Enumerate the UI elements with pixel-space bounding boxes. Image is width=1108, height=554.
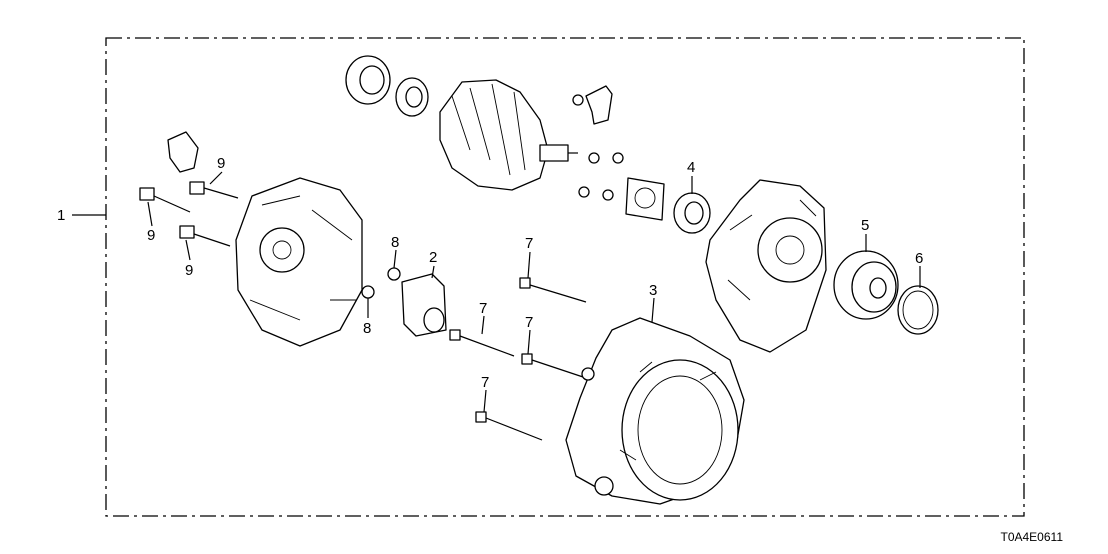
screw-part-8-a: [387, 267, 401, 281]
screw-part-8-b: [361, 285, 375, 299]
long-bolt-part-7-a: [519, 277, 587, 303]
diagram-code: T0A4E0611: [1001, 530, 1064, 544]
callout-3: 3: [649, 282, 657, 299]
callout-7-d: 7: [481, 374, 489, 391]
callout-7-c: 7: [525, 314, 533, 331]
wire-clip: [167, 131, 199, 173]
rotor-assembly: [345, 55, 578, 191]
callout-8-b: 8: [363, 320, 371, 337]
callout-9-c: 9: [185, 262, 193, 279]
callout-1: 1: [57, 207, 65, 224]
leader-2: [431, 265, 435, 279]
bolt-part-9-b: [139, 187, 191, 213]
leader-9-b: [147, 201, 153, 227]
bearing-part-4: [673, 192, 711, 234]
callout-9-a: 9: [217, 155, 225, 172]
stator-housing-part-3: [565, 317, 745, 505]
callout-5: 5: [861, 217, 869, 234]
leader-7-a: [527, 251, 531, 279]
assembly-boundary: [105, 37, 1025, 517]
leader-8-a: [393, 249, 397, 269]
leader-3: [651, 297, 655, 323]
leader-9-a: [209, 171, 223, 185]
regulator-part-2: [401, 273, 447, 337]
callout-7-b: 7: [479, 300, 487, 317]
long-bolt-part-7-d: [475, 411, 543, 441]
front-cover: [235, 177, 363, 347]
bolt-part-9-c: [179, 225, 231, 247]
long-bolt-part-7-b: [449, 329, 515, 357]
callout-6: 6: [915, 250, 923, 267]
leader-9-c: [185, 239, 191, 261]
pulley-part-5: [833, 250, 899, 320]
ring-part-6: [897, 285, 939, 335]
long-bolt-part-7-c: [521, 353, 593, 381]
bracket-and-screws: [572, 85, 665, 221]
leader-7-d: [483, 389, 487, 413]
callout-9-b: 9: [147, 227, 155, 244]
leader-7-b: [481, 315, 485, 335]
leader-7-c: [527, 329, 531, 355]
bolt-part-9-a: [189, 181, 239, 199]
callout-8-a: 8: [391, 234, 399, 251]
callout-4: 4: [687, 159, 695, 176]
callout-7-a: 7: [525, 235, 533, 252]
rear-housing: [705, 179, 827, 353]
callout-2: 2: [429, 249, 437, 266]
